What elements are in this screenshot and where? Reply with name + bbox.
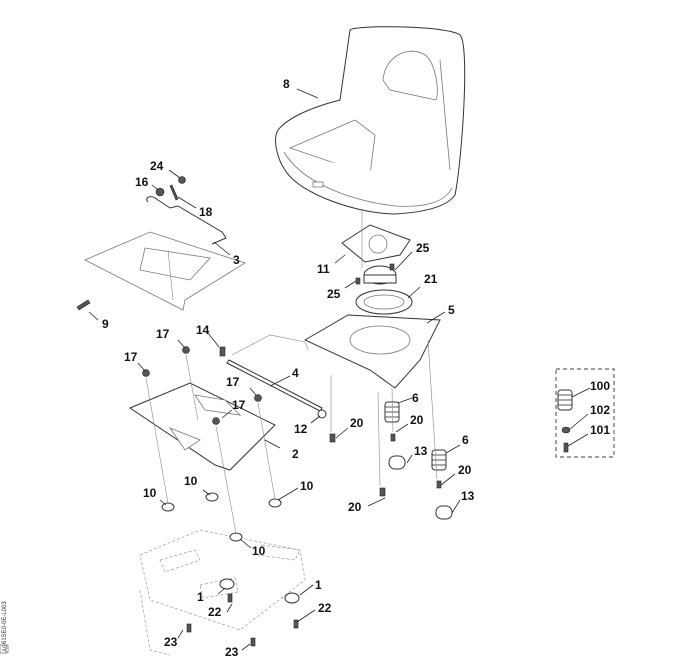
callout-13a[interactable]: 13: [414, 444, 428, 458]
callout-20a[interactable]: 20: [350, 416, 364, 430]
callout-20c[interactable]: 20: [348, 500, 362, 514]
revision-code: A0: [3, 644, 9, 652]
callout-6a[interactable]: 6: [412, 391, 419, 405]
bolt-part-23a[interactable]: [186, 623, 192, 633]
seat-part[interactable]: [275, 26, 466, 215]
callout-22a[interactable]: 22: [208, 605, 222, 619]
spring-kit-box: 100 102 101: [555, 368, 615, 458]
callout-3[interactable]: 3: [233, 253, 240, 267]
bolt-part-20c[interactable]: [379, 487, 386, 497]
chassis-part: [139, 529, 306, 656]
callout-9[interactable]: 9: [102, 317, 109, 331]
callout-24[interactable]: 24: [150, 159, 164, 173]
bolt-part-22a[interactable]: [227, 593, 233, 603]
rubber-washer-part-10d[interactable]: [229, 532, 243, 542]
nut-part-17b[interactable]: [142, 369, 150, 377]
bolt-part-23b[interactable]: [250, 637, 256, 647]
callout-100[interactable]: 100: [590, 379, 610, 393]
adjustment-rod-part[interactable]: [146, 196, 227, 245]
callout-16[interactable]: 16: [135, 175, 149, 189]
callout-18[interactable]: 18: [199, 205, 213, 219]
bolt-part-9[interactable]: [76, 299, 91, 311]
callout-17c[interactable]: 17: [226, 375, 240, 389]
rubber-washer-part-10c[interactable]: [268, 498, 282, 508]
screw-part-25a[interactable]: [389, 263, 395, 271]
kit-washer-part[interactable]: [561, 426, 571, 434]
callout-102[interactable]: 102: [590, 403, 610, 417]
nut-part-17a[interactable]: [182, 346, 190, 354]
bolt-part-20b[interactable]: [390, 433, 396, 442]
assembly-guide-lines: [145, 210, 438, 534]
nut-part-17c[interactable]: [254, 394, 262, 402]
rubber-mount-part-1a[interactable]: [219, 578, 235, 590]
callout-22b[interactable]: 22: [318, 601, 332, 615]
callout-23a[interactable]: 23: [164, 635, 178, 649]
kit-spring-part[interactable]: [557, 389, 573, 411]
callouts: 8 24 16 18 3 9 11 25 25 21 5 17 17 17 17…: [102, 77, 475, 659]
callout-1b[interactable]: 1: [315, 578, 322, 592]
rubber-mount-part-1b[interactable]: [284, 592, 300, 604]
callout-6b[interactable]: 6: [462, 433, 469, 447]
callout-5[interactable]: 5: [448, 303, 455, 317]
callout-2[interactable]: 2: [292, 447, 299, 461]
callout-10b[interactable]: 10: [184, 474, 198, 488]
callout-12[interactable]: 12: [294, 422, 308, 436]
callout-20d[interactable]: 20: [458, 463, 472, 477]
document-id: 61SE0-0E-L003 A0: [0, 601, 9, 654]
callout-25a[interactable]: 25: [416, 241, 430, 255]
switch-plate-part[interactable]: [341, 224, 411, 263]
screw-part-18[interactable]: [169, 184, 179, 201]
callout-1a[interactable]: 1: [197, 590, 204, 604]
callout-101[interactable]: 101: [590, 423, 610, 437]
rubber-washer-part-10a[interactable]: [161, 502, 175, 512]
callout-8[interactable]: 8: [283, 77, 290, 91]
seat-switch-part[interactable]: [363, 265, 397, 285]
leader-lines: [88, 88, 461, 651]
spring-part-6a[interactable]: [384, 401, 400, 423]
callout-23b[interactable]: 23: [225, 645, 239, 659]
callout-13b[interactable]: 13: [461, 489, 475, 503]
document-number: 61SE0-0E-L003: [2, 601, 8, 644]
spring-part-6b[interactable]: [431, 449, 447, 471]
callout-4[interactable]: 4: [292, 366, 299, 380]
clip-part-14[interactable]: [219, 346, 226, 357]
callout-17d[interactable]: 17: [232, 398, 246, 412]
rubber-washer-part-10b[interactable]: [205, 492, 219, 502]
switch-cover-part[interactable]: [355, 289, 413, 315]
callout-20b[interactable]: 20: [410, 413, 424, 427]
callout-25b[interactable]: 25: [327, 287, 341, 301]
bolt-part-20a[interactable]: [329, 433, 336, 443]
bolt-part-20d[interactable]: [436, 480, 442, 489]
upper-frame-part[interactable]: [84, 231, 246, 311]
bumper-part-13a[interactable]: [388, 455, 406, 470]
bumper-part-13b[interactable]: [435, 505, 453, 520]
nut-part-17d[interactable]: [212, 417, 220, 425]
callout-10c[interactable]: 10: [300, 479, 314, 493]
seat-pan-bracket-part[interactable]: [303, 314, 441, 389]
kit-bolt-part[interactable]: [563, 442, 569, 453]
callout-17b[interactable]: 17: [124, 350, 138, 364]
callout-10a[interactable]: 10: [143, 486, 157, 500]
callout-17a[interactable]: 17: [156, 327, 170, 341]
seat-frame-part[interactable]: [128, 382, 276, 471]
callout-21[interactable]: 21: [424, 272, 438, 286]
callout-10d[interactable]: 10: [252, 544, 266, 558]
nut-part-24[interactable]: [178, 176, 186, 184]
callout-11[interactable]: 11: [317, 262, 330, 276]
callout-14[interactable]: 14: [196, 323, 210, 337]
screw-part-25b[interactable]: [355, 277, 361, 285]
bolt-part-22b[interactable]: [293, 619, 299, 629]
